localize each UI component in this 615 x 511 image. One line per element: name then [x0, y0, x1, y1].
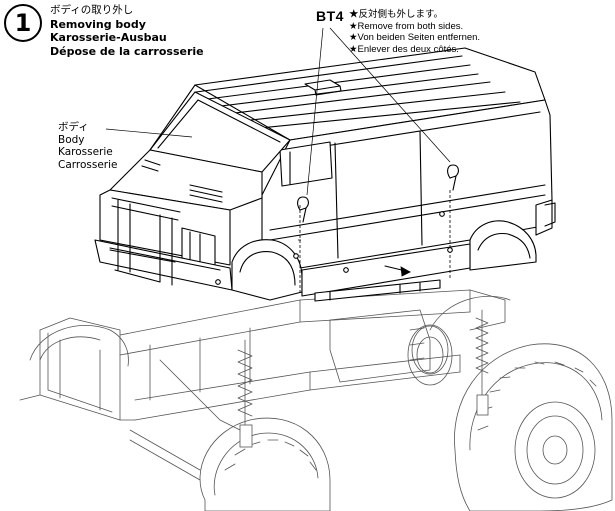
note-en: ★Remove from both sides.: [349, 20, 464, 32]
front-shock: [237, 339, 253, 448]
step-title-de: Karosserie-Ausbau: [50, 31, 167, 44]
body-clip-rear: [447, 164, 459, 191]
body-clip-front: [297, 196, 309, 223]
bull-bar: [109, 197, 181, 286]
part-label-bt4: BT4: [316, 8, 344, 24]
step-title-fr: Dépose de la carrosserie: [50, 44, 204, 58]
grille-slats: [189, 184, 223, 203]
step-title-ja: ボディの取り外し: [50, 4, 134, 16]
note-ja: ★反対側も外します。: [349, 9, 444, 20]
body-label-de: Karosserie: [58, 146, 113, 158]
chassis-drawing: [19, 289, 613, 511]
removal-arrow: [400, 266, 411, 277]
step-title-en: Removing body: [50, 17, 146, 31]
front-axle: [129, 429, 201, 481]
rear-right-wheel: [407, 295, 511, 386]
note-fr: ★Enlever des deux côtés.: [349, 43, 459, 55]
step-number-badge: 1: [4, 4, 42, 42]
body-leader-line: [105, 128, 193, 138]
body-label: ボディ Body Karosserie Carrosserie: [58, 121, 118, 171]
van-body-drawing: [94, 27, 556, 302]
rear-bumper: [535, 199, 553, 236]
step-title: ボディの取り外し Removing body Karosserie-Ausbau…: [50, 4, 204, 58]
body-post-front: [298, 205, 302, 295]
body-label-en: Body: [58, 133, 85, 146]
bt4-leader-rear: [329, 27, 451, 163]
front-right-wheel: [29, 325, 129, 367]
lower-sill: [301, 243, 471, 297]
side-window: [279, 141, 333, 187]
bt4-leader-front: [306, 27, 324, 196]
front-left-wheel: [199, 417, 331, 511]
body-label-fr: Carrosserie: [58, 158, 118, 171]
rear-left-wheel: [454, 343, 613, 511]
rear-wheel-arch: [469, 220, 537, 271]
body-pin: [314, 279, 441, 302]
body-label-ja: ボディ: [58, 121, 89, 133]
removal-note: ★反対側も外します。 ★Remove from both sides. ★Von…: [349, 9, 480, 55]
rear-shock: [475, 309, 489, 416]
chassis-frame: [119, 289, 506, 421]
front-bumper-frame: [19, 317, 136, 421]
note-de: ★Von beiden Seiten entfernen.: [349, 32, 481, 43]
